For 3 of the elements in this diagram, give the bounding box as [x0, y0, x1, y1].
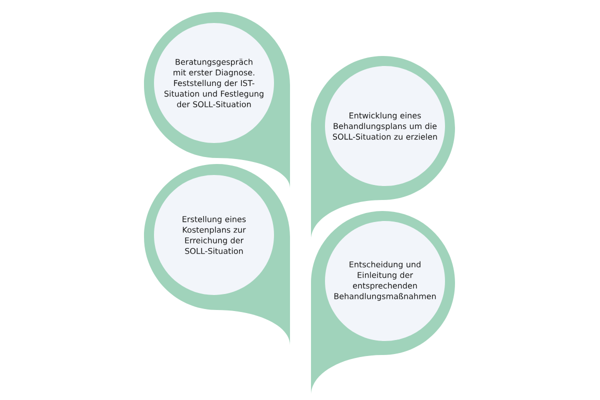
teardrop-bubble: Beratungsgespräch mit erster Diagnose. Feststellung der IST-Situation und Festlegung der SOLL-Situation [144, 12, 290, 188]
teardrop-bubble: Entscheidung und Einleitung der entsprechenden Behandlungsmaßnahmen [311, 211, 455, 395]
teardrop-bubble: Erstellung eines Kostenplans zur Erreichung der SOLL-Situation [144, 164, 290, 345]
